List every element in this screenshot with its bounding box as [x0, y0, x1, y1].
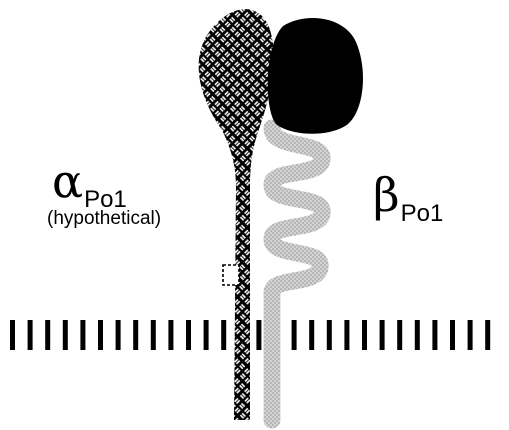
membrane-dash: [98, 320, 103, 350]
membrane-dash: [380, 320, 385, 350]
beta-head: [268, 18, 363, 134]
alpha-dashed-marker: [223, 265, 239, 285]
alpha-symbol: α: [52, 154, 83, 208]
membrane-dash: [327, 320, 332, 350]
membrane-dash: [450, 320, 455, 350]
membrane-dash: [485, 320, 490, 350]
membrane-dash: [63, 320, 68, 350]
membrane-dash: [168, 320, 173, 350]
membrane-dash: [292, 320, 297, 350]
membrane-dash: [221, 320, 226, 350]
membrane-dash: [432, 320, 437, 350]
membrane-dash: [133, 320, 138, 350]
membrane-dash: [468, 320, 473, 350]
membrane-dash: [397, 320, 402, 350]
membrane-dashes: [10, 320, 490, 350]
membrane-dash: [186, 320, 191, 350]
membrane-dash: [28, 320, 33, 350]
beta-subunit-label: βPo1: [373, 172, 443, 218]
membrane-dash: [256, 320, 261, 350]
membrane-dash: [116, 320, 121, 350]
membrane-dash: [309, 320, 314, 350]
membrane-dash: [362, 320, 367, 350]
membrane-dash: [415, 320, 420, 350]
beta-stalk: [272, 128, 322, 420]
beta-symbol: β: [373, 168, 400, 222]
membrane-dash: [10, 320, 15, 350]
membrane-dash: [80, 320, 85, 350]
alpha-subunit-label: αPo1: [52, 158, 127, 204]
membrane-dash: [45, 320, 50, 350]
alpha-subunit: [199, 9, 274, 420]
membrane-dash: [344, 320, 349, 350]
membrane-dash: [151, 320, 156, 350]
alpha-hypothetical-note: (hypothetical): [47, 208, 161, 230]
membrane-dash: [204, 320, 209, 350]
beta-subscript: Po1: [401, 200, 444, 227]
